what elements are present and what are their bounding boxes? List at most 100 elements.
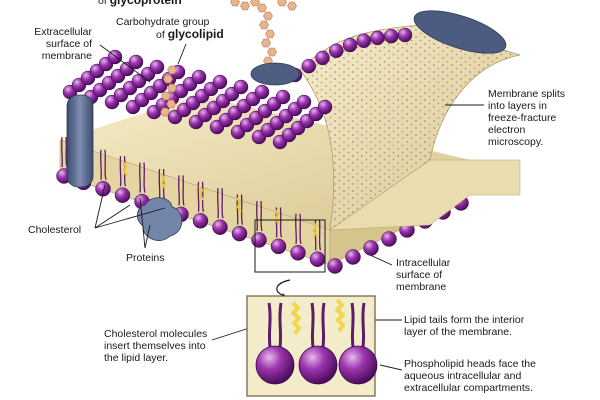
lipid-tail [321,302,326,348]
extracellular-line2: surface of [45,38,92,50]
glycoprotein-label: of glycoprotein [98,0,182,7]
proteins [66,10,507,241]
lipid-tail [178,175,180,206]
lipid-tail [143,162,146,193]
carbohydrate-chains [160,0,297,117]
fractured-plateau [329,159,521,231]
upper-heads [62,27,413,150]
intracellular-line2: surface of [396,269,443,281]
sugar-unit [259,20,269,30]
proteins-label: Proteins [126,252,165,264]
intracellular-line1: Intracellular [396,257,451,269]
phospholipid-head [212,74,228,90]
phospholipid-head [251,232,267,248]
phospholipid-head [327,258,343,274]
lipid-tail [350,302,355,348]
sugar-unit [166,99,176,109]
phospholipid-head [192,213,209,229]
phospholipid-head [128,54,144,70]
lipid-tail [217,188,219,219]
inset-box [246,295,378,397]
cholesterol-molecules-label: Cholesterol molecules insert themselves … [104,328,207,364]
phospholipid-heads-line3: extracellular compartments. [404,382,533,394]
phospholipid-heads-line1: Phospholipid heads face the [404,358,536,370]
cholesterol-molecule [291,301,301,336]
sugar-unit [163,74,173,84]
lipid-tail [278,302,283,348]
carbohydrate-label: Carbohydrate group of glycolipid [116,16,224,41]
glycoprotein-bold: glycoprotein [109,0,182,7]
phospholipid-head [298,345,338,385]
sugar-unit [167,83,177,93]
leader-lines [94,43,484,371]
lipid-tails-line2: layer of the membrane. [404,326,512,338]
lipid-tail [310,302,315,348]
phospholipid-head [384,28,399,44]
phospholipid-head [356,33,371,49]
carb-line1: Carbohydrate group [116,16,210,28]
extracellular-label: Extracellular surface of membrane [4,26,92,62]
lipid-tail [299,213,302,245]
phospholipid-heads-line2: aqueous intracellular and [404,370,522,382]
membrane-splits-line1: Membrane splits [488,88,566,100]
cholesterol-molecule [335,298,345,333]
sugar-unit [261,38,271,48]
phospholipid-head [95,181,111,197]
membrane-splits-label: Membrane splits into layers in freeze-fr… [488,88,565,148]
extracellular-line3: membrane [41,50,92,62]
curved-arrow-icon [276,279,291,297]
upper-leaflet [62,24,521,231]
sugar-unit [277,0,287,7]
protein-left [66,94,94,188]
extracellular-line1: Extracellular [34,26,92,38]
cholesterol-molecules-line2: insert themselves into [104,340,206,352]
cholesterol-label: Cholesterol [28,224,82,236]
lipid-tail [182,175,185,206]
phospholipid-head [317,99,333,115]
glycoprotein-chain [257,3,277,66]
cholesterol-molecule [198,185,205,201]
cholesterol-molecules-line3: the lipid layer. [104,352,169,364]
lipid-tail [361,302,366,348]
phospholipid-head [275,89,291,105]
lipid-tail [61,136,63,168]
phospholipid-head [370,30,385,46]
carb-line2-bold: glycolipid [167,27,224,41]
lipid-tail [240,194,244,225]
phospholipid-head [255,345,295,385]
lipid-tail [260,200,263,232]
phospholipid-head [149,59,165,75]
membrane-splits-line5: microscopy. [488,136,544,148]
phospholipid-head [345,249,361,265]
glycoprotein-prefix: of [98,0,107,7]
phospholipid-heads-label: Phospholipid heads face the aqueous intr… [404,358,536,394]
phospholipid-head [338,345,378,385]
intracellular-line3: membrane [396,281,447,293]
membrane-splits-line3: freeze-fracture [488,112,557,124]
lipid-tail [119,156,122,187]
sugar-unit [161,91,171,101]
sugar-unit [167,65,177,75]
cholesterol-molecule [274,209,281,225]
sugar-unit [240,1,250,11]
cholesterol-molecule [236,197,243,213]
sugar-unit [230,0,240,7]
sugar-unit [287,1,297,11]
lipid-tail [279,207,283,238]
phospholipid-head [114,187,131,203]
phospholipid-head [191,69,207,85]
split-sheet-dots [300,25,520,230]
cholesterol-molecule [312,221,319,237]
lipid-tail [197,181,200,212]
carb-line2-prefix: of [156,29,165,41]
lipid-tail [318,220,322,251]
sugar-unit [263,11,273,21]
lipid-tails-label: Lipid tails form the interior layer of t… [404,314,524,338]
phospholipid-head [212,219,228,235]
phospholipid-head [270,238,287,255]
lipid-tail [256,200,258,232]
lipid-tail [295,213,297,244]
phospholipid-head [309,251,326,267]
phospholipid-head [231,225,248,242]
